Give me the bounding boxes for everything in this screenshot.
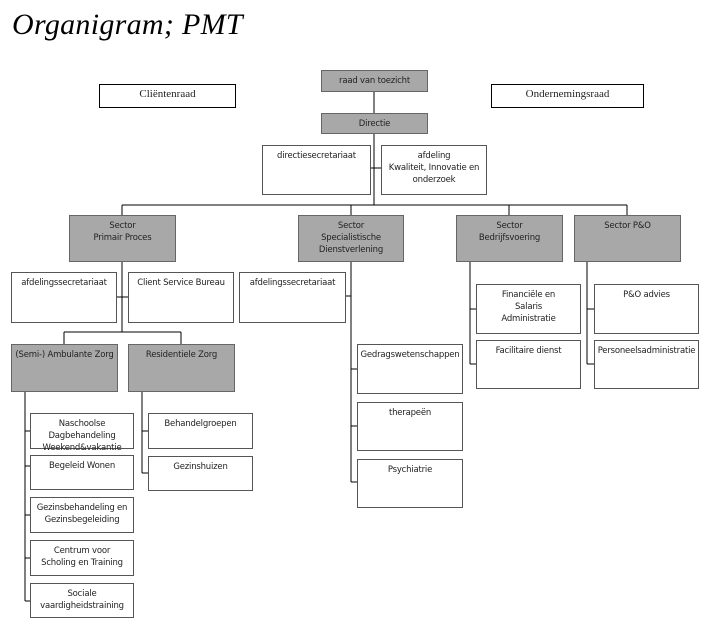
node-naschoolse-dagbehandeling: Naschoolse Dagbehandeling Weekend&vakant… (30, 413, 134, 465)
node-directie: Directie (321, 113, 428, 134)
node-personeelsadministratie: Personeelsadministratie (594, 340, 699, 389)
node-begeleid-wonen: Begeleid Wonen (30, 455, 134, 490)
node-sector-po: Sector P&O (574, 215, 681, 262)
node-psychiatrie: Psychiatrie (357, 459, 463, 508)
node-financiele-administratie: Financiële en Salaris Administratie (476, 284, 581, 334)
node-afdeling-kwaliteit: afdeling Kwaliteit, Innovatie en onderzo… (381, 145, 487, 195)
node-sector-primair-proces: Sector Primair Proces (69, 215, 176, 262)
node-therapeen: therapeën (357, 402, 463, 451)
node-clientenraad: Cliëntenraad (99, 84, 236, 108)
page-title: Organigram; PMT (12, 8, 243, 41)
node-raad-van-toezicht: raad van toezicht (321, 70, 428, 92)
node-sector-bedrijfsvoering: Sector Bedrijfsvoering (456, 215, 563, 262)
node-client-service-bureau: Client Service Bureau (128, 272, 234, 323)
node-afdelingssecretariaat-primair: afdelingssecretariaat (11, 272, 117, 323)
node-directiesecretariaat: directiesecretariaat (262, 145, 371, 195)
node-centrum-scholing: Centrum voor Scholing en Training (30, 540, 134, 576)
node-ondernemingsraad: Ondernemingsraad (491, 84, 644, 108)
node-afdelingssecretariaat-specialistisch: afdelingssecretariaat (239, 272, 346, 323)
node-gezinsbehandeling: Gezinsbehandeling en Gezinsbegeleiding (30, 497, 134, 533)
node-sector-specialistische: Sector Specialistische Dienstverlening (298, 215, 404, 262)
node-gedragswetenschappen: Gedragswetenschappen (357, 344, 463, 394)
node-facilitaire-dienst: Facilitaire dienst (476, 340, 581, 389)
node-residentiele-zorg: Residentiele Zorg (128, 344, 235, 392)
node-gezinshuizen: Gezinshuizen (148, 456, 253, 491)
node-sociale-vaardigheidstraining: Sociale vaardigheidstraining (30, 583, 134, 618)
node-ambulante-zorg: (Semi-) Ambulante Zorg (11, 344, 118, 392)
node-po-advies: P&O advies (594, 284, 699, 334)
node-behandelgroepen: Behandelgroepen (148, 413, 253, 449)
